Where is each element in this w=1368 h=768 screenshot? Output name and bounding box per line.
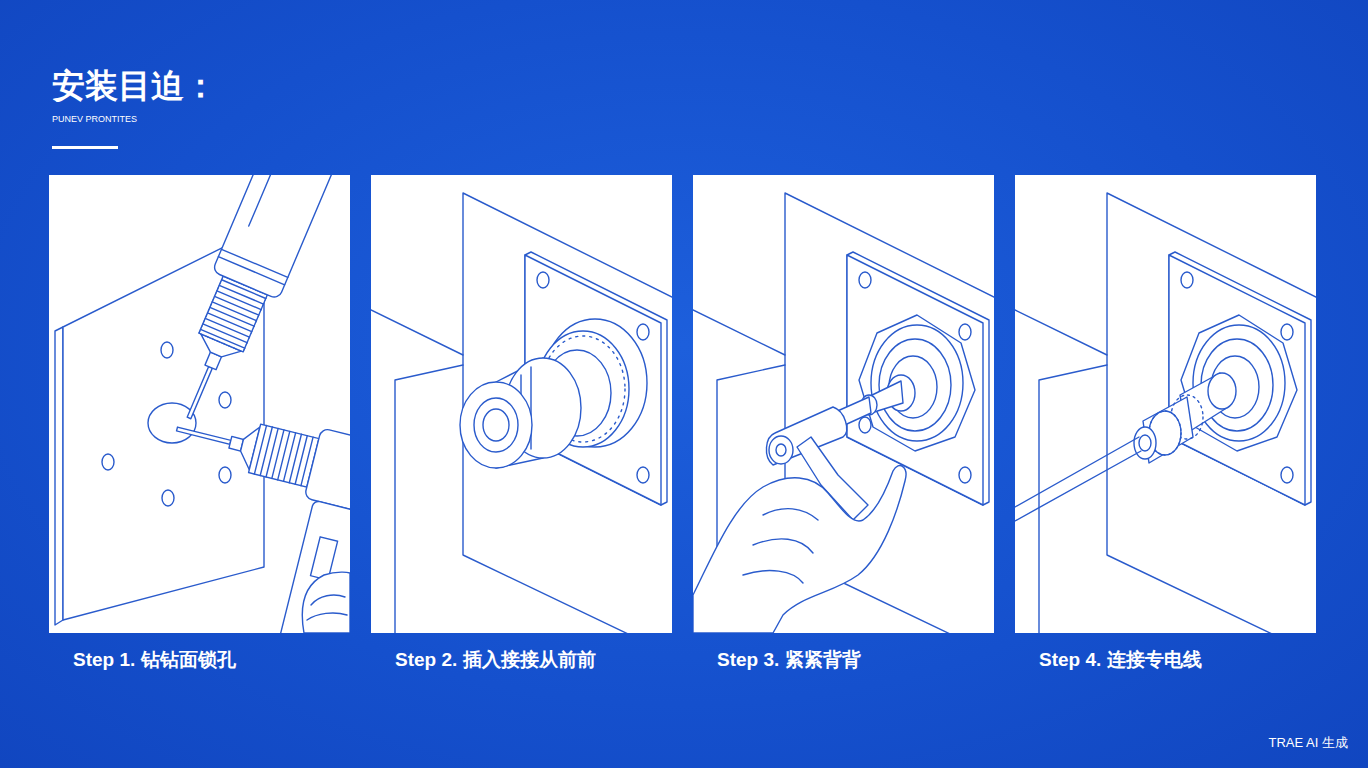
title-underline bbox=[52, 146, 118, 149]
step-panel: Step 2. 插入接接从前前 bbox=[371, 175, 672, 677]
page-title: 安装目迫： bbox=[52, 64, 217, 109]
step-caption: Step 3. 紧紧背背 bbox=[717, 647, 861, 673]
step-caption: Step 4. 连接专电线 bbox=[1039, 647, 1202, 673]
step-panel: Step 1. 钻钻面锁孔 bbox=[49, 175, 350, 677]
step-panel: Step 4. 连接专电线 bbox=[1015, 175, 1316, 677]
subtitle: PUNEV PRONTITES bbox=[52, 114, 137, 124]
tighten-panel bbox=[693, 175, 994, 655]
step-caption: Step 2. 插入接接从前前 bbox=[395, 647, 596, 673]
watermark: TRAE AI 生成 bbox=[1269, 734, 1348, 752]
step-caption: Step 1. 钻钻面锁孔 bbox=[73, 647, 236, 673]
insert-panel bbox=[371, 175, 672, 655]
wire-panel bbox=[1015, 175, 1316, 655]
step-panel: Step 3. 紧紧背背 bbox=[693, 175, 994, 677]
